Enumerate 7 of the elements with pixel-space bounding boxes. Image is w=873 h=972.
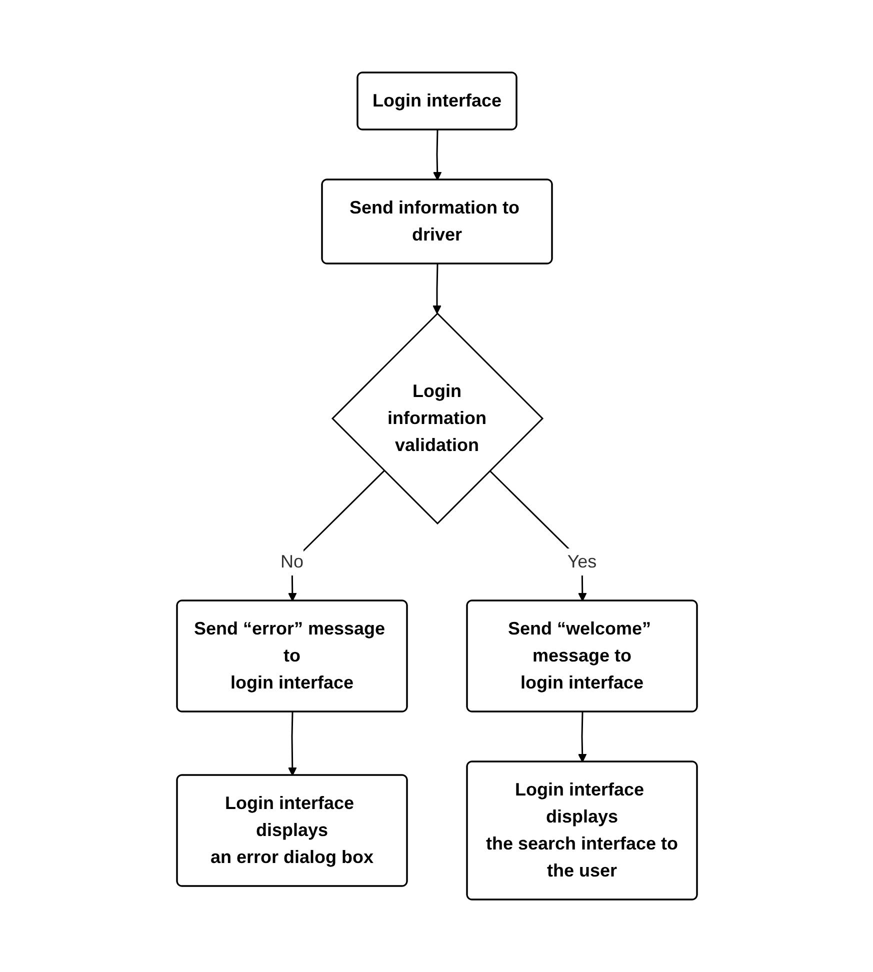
arrow <box>577 712 586 762</box>
edge-label: Yes <box>566 552 596 572</box>
arrow <box>288 712 296 776</box>
arrow <box>432 264 441 314</box>
edge-label: No <box>280 552 304 572</box>
arrow <box>432 130 442 180</box>
node-diamond: Login information validation <box>330 312 544 525</box>
